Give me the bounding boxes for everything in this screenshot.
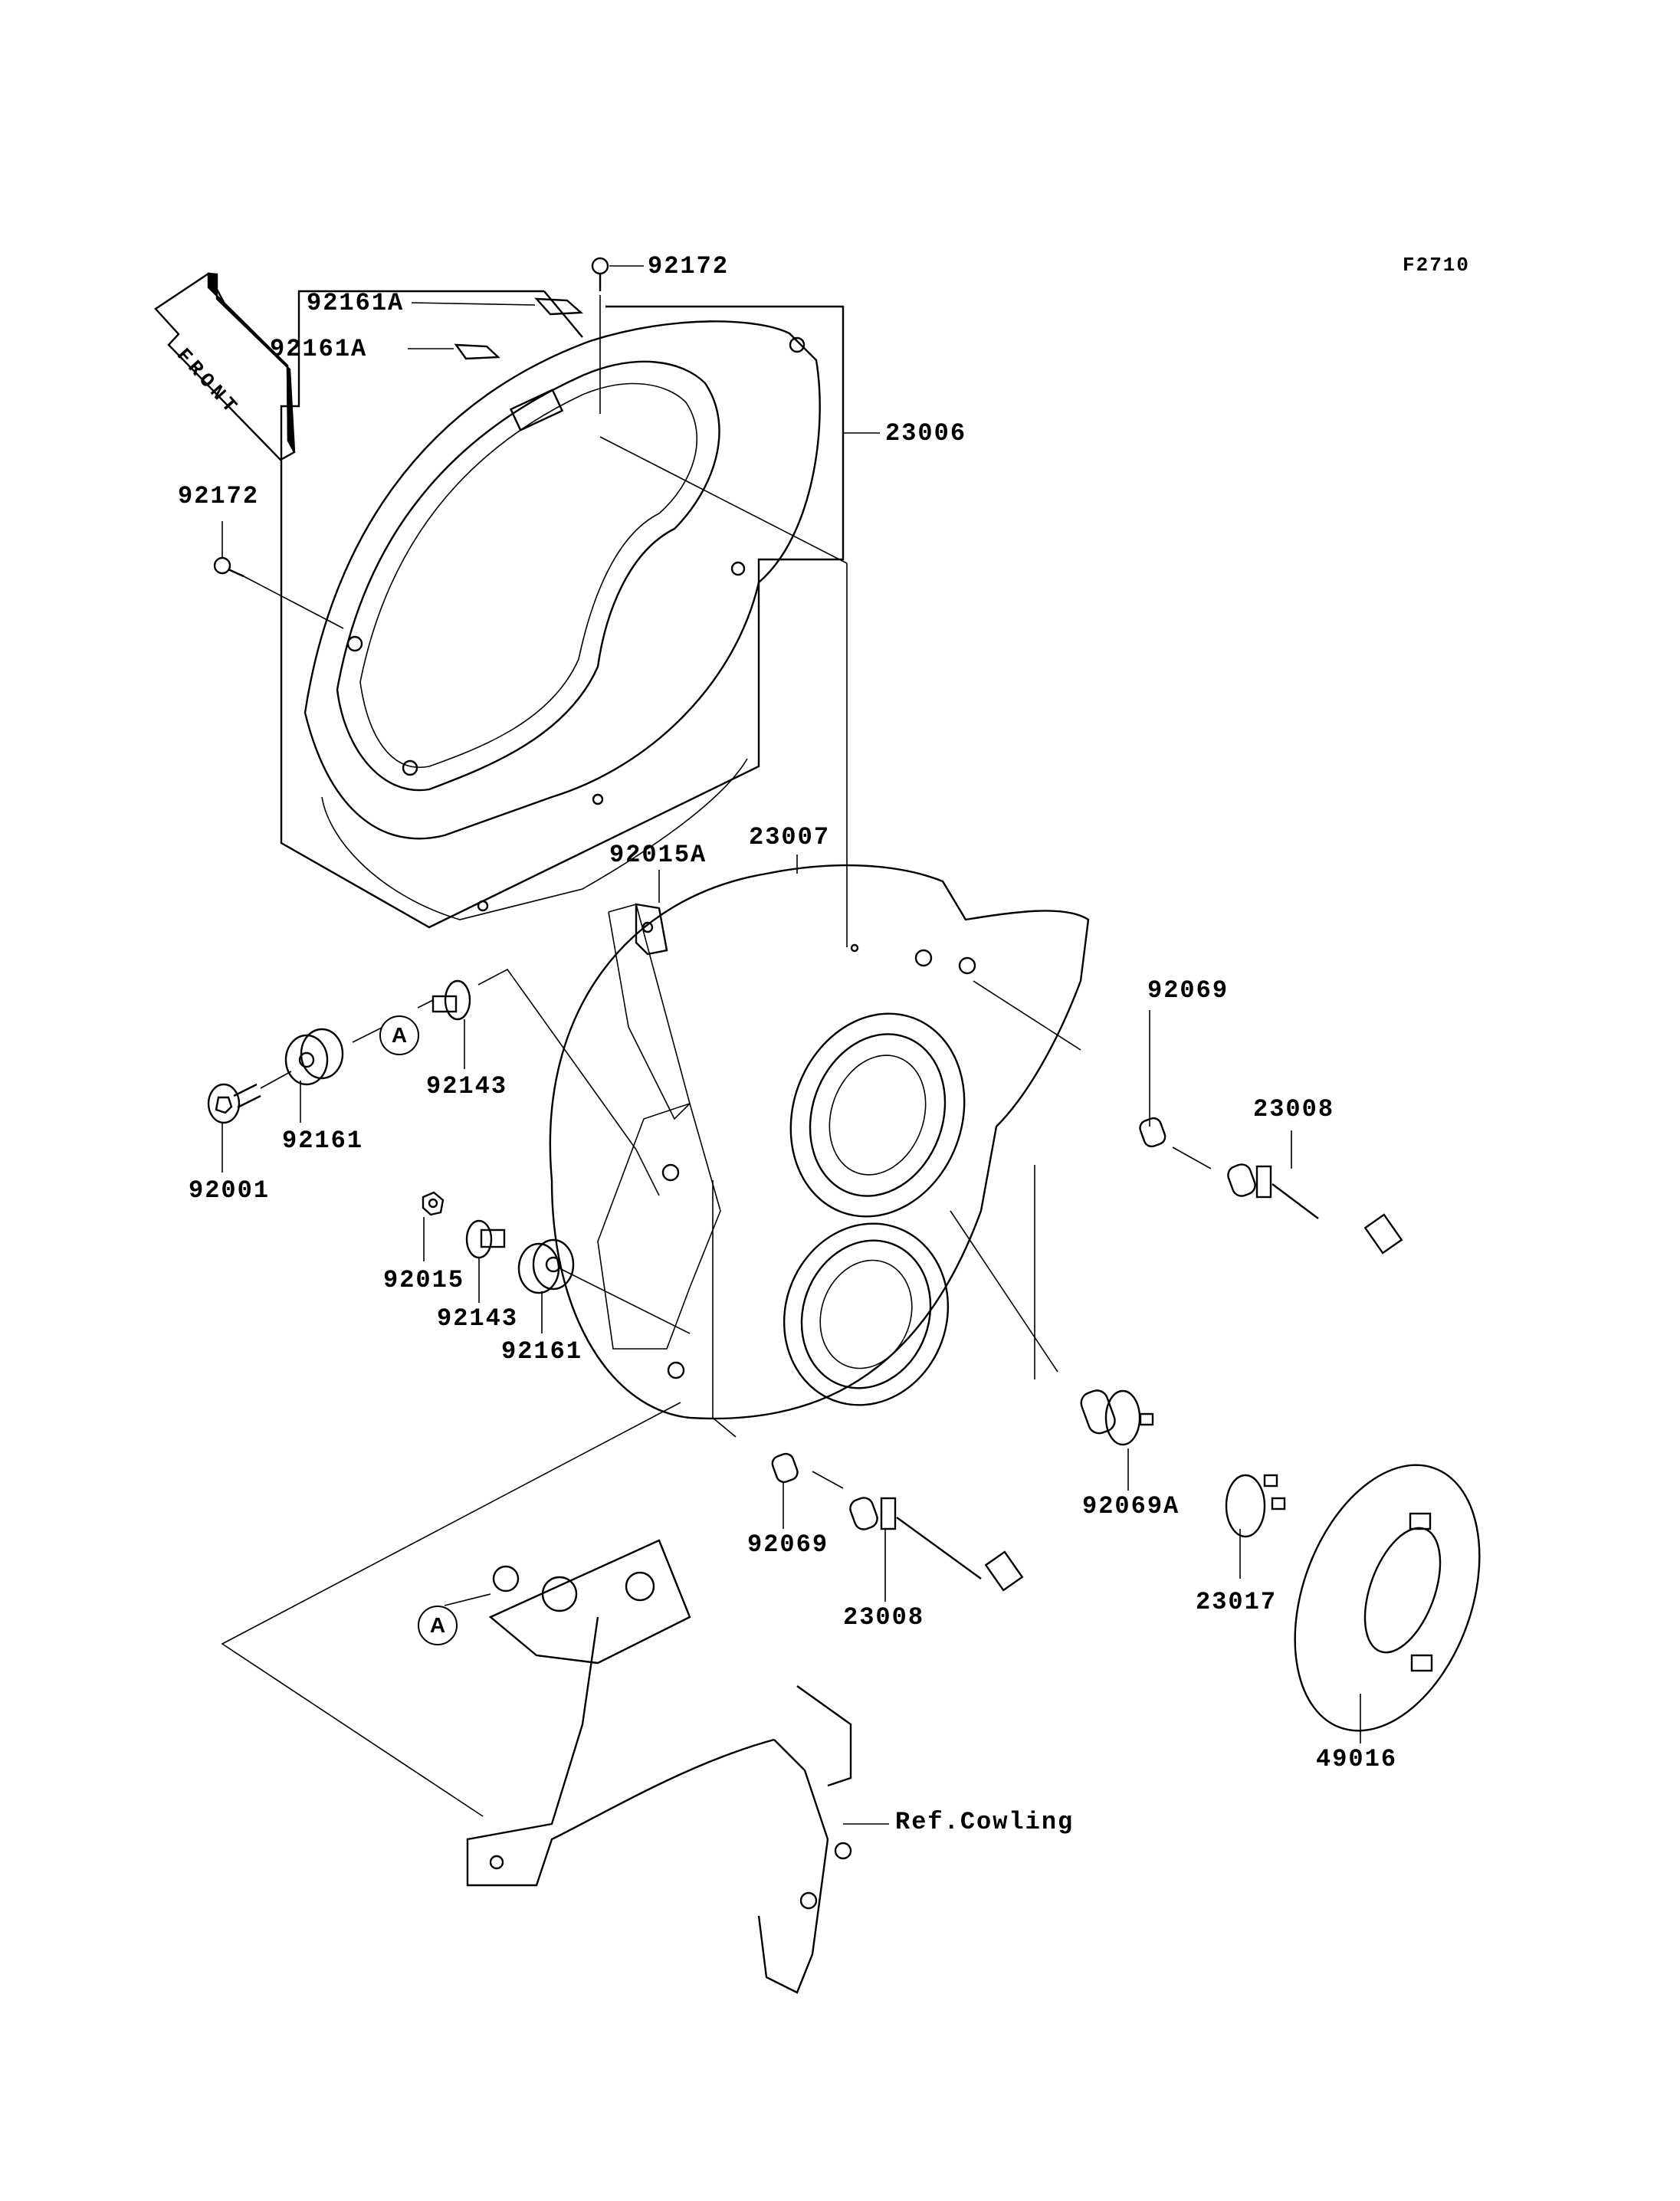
part-label-92015: 92015 [383, 1266, 465, 1294]
headlight-socket-part [1225, 1474, 1286, 1538]
part-label-92161-lower: 92161 [501, 1337, 583, 1366]
collar-lower-part [465, 1219, 506, 1259]
bulb-position-upper-part [1139, 1117, 1166, 1148]
callout-marker-a-upper: A [379, 1015, 419, 1055]
front-arrow-icon [154, 272, 296, 461]
part-label-49016: 49016 [1316, 1745, 1398, 1773]
part-label-92161A-upper: 92161A [307, 289, 405, 317]
part-label-23008-lower: 23008 [843, 1603, 925, 1632]
screw-top-icon [591, 257, 609, 291]
cowling-bracket-part [466, 1539, 852, 1994]
grommet-upper-part [284, 1028, 344, 1086]
part-label-92001: 92001 [189, 1176, 271, 1205]
grommet-lower-part [517, 1238, 575, 1294]
bolt-part [207, 1083, 261, 1124]
screw-left-icon [213, 556, 244, 578]
headlight-assembly-part [549, 864, 1090, 1420]
boot-cap-part [1294, 1464, 1481, 1732]
callout-marker-a-lower: A [418, 1606, 458, 1645]
part-label-23006: 23006 [885, 419, 967, 448]
part-label-92161-upper: 92161 [282, 1127, 364, 1155]
reference-label-cowling: Ref.Cowling [895, 1808, 1075, 1836]
part-label-92143-upper: 92143 [426, 1072, 508, 1100]
part-label-92143-lower: 92143 [437, 1304, 519, 1333]
part-label-92069-upper: 92069 [1147, 976, 1229, 1005]
pad-upper-icon [534, 297, 583, 316]
nut-part [422, 1191, 445, 1216]
leader-cover-frame [280, 290, 845, 929]
part-label-23008-upper: 23008 [1253, 1095, 1335, 1123]
part-label-23017: 23017 [1196, 1588, 1278, 1616]
part-label-92069-lower: 92069 [747, 1530, 829, 1559]
part-label-92015A: 92015A [609, 841, 707, 869]
pad-lower-icon [454, 343, 500, 360]
part-label-92172-left: 92172 [178, 482, 260, 510]
part-label-92172-top: 92172 [648, 252, 730, 280]
part-label-23007: 23007 [749, 823, 831, 851]
socket-lower-part [849, 1497, 1024, 1592]
clip-nut-part [635, 903, 668, 956]
bulb-position-lower-part [771, 1452, 799, 1484]
socket-upper-part [1227, 1163, 1403, 1255]
headlight-bulb-part [1080, 1389, 1154, 1446]
inner-cover-part [304, 320, 821, 920]
figure-code: F2710 [1403, 254, 1471, 277]
part-label-92161A-lower: 92161A [270, 335, 368, 363]
part-label-92069A: 92069A [1082, 1492, 1180, 1520]
collar-upper-part [431, 979, 471, 1021]
